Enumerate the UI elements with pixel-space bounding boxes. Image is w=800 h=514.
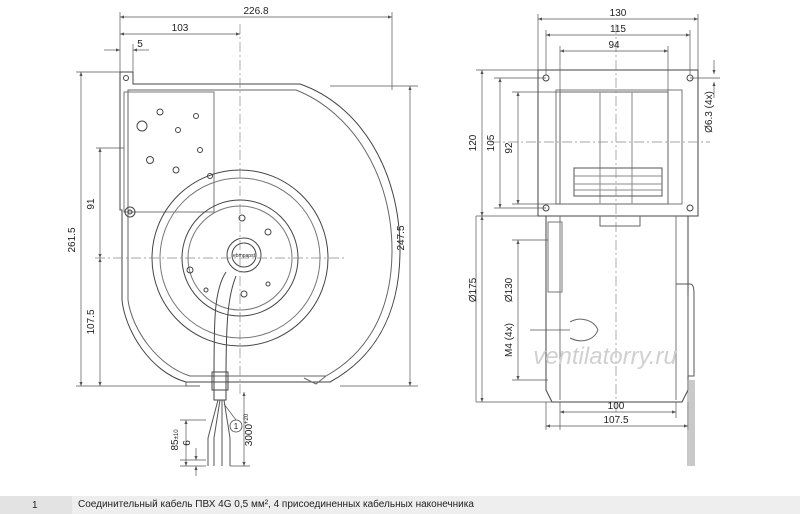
dim-115: 115: [610, 24, 626, 35]
hub-ring: [226, 237, 262, 273]
footer-number: 1: [32, 499, 38, 511]
front-centerlines: [95, 24, 345, 395]
strip-length: 85±10: [170, 429, 181, 451]
dim-105: 105: [486, 134, 497, 151]
dim-to-center: 103: [172, 23, 189, 34]
strip-short: 6: [182, 440, 193, 446]
dim-lower: 107.5: [86, 309, 97, 334]
side-centerlines: [490, 24, 710, 420]
dim-107-5: 107.5: [603, 415, 628, 426]
dim-right-height: 247.5: [396, 225, 407, 250]
dim-total-width: 226.8: [243, 6, 268, 17]
dim-175: Ø175: [468, 277, 479, 302]
outlet-duct: [559, 91, 669, 205]
dim-100: 100: [608, 401, 625, 412]
watermark: ventilatorry.ru: [533, 343, 677, 370]
front-dimensions: [76, 12, 418, 476]
mounting-plate: [123, 91, 215, 213]
side-housing: [545, 216, 689, 403]
side-cable: [676, 283, 695, 377]
side-dimensions: [475, 14, 720, 430]
housing-inner-scroll: [127, 89, 393, 377]
side-view: [537, 69, 699, 466]
housing-outline: [119, 71, 401, 383]
dim-upper: 91: [86, 198, 97, 210]
cable-leads: [207, 399, 231, 466]
dim-flange: 5: [137, 39, 143, 50]
callout-circle: [229, 419, 243, 433]
dim-m4: M4 (4x): [504, 323, 515, 357]
cable: [213, 271, 237, 401]
flange-plate: [537, 69, 699, 217]
dim-hole: Ø6.3 (4x): [704, 91, 715, 133]
cable-length: 3000+20: [244, 413, 255, 446]
callout-number: 1: [234, 422, 239, 431]
dim-height: 261.5: [67, 227, 78, 252]
dim-92: 92: [504, 142, 515, 154]
dim-94: 94: [608, 40, 620, 51]
footer-legend: 1 Соединительный кабель ПВХ 4G 0,5 мм², …: [0, 496, 800, 514]
technical-drawing: 226.8 103 5 261.5 91 107.5 247.5 ebmpaps…: [67, 6, 720, 476]
front-view: [119, 71, 401, 466]
dim-130: 130: [610, 8, 627, 19]
footer-text: Соединительный кабель ПВХ 4G 0,5 мм², 4 …: [72, 496, 800, 514]
dim-130-dia: Ø130: [504, 277, 515, 302]
dim-120: 120: [468, 134, 479, 151]
hub-label: ebmpapst: [233, 253, 256, 259]
